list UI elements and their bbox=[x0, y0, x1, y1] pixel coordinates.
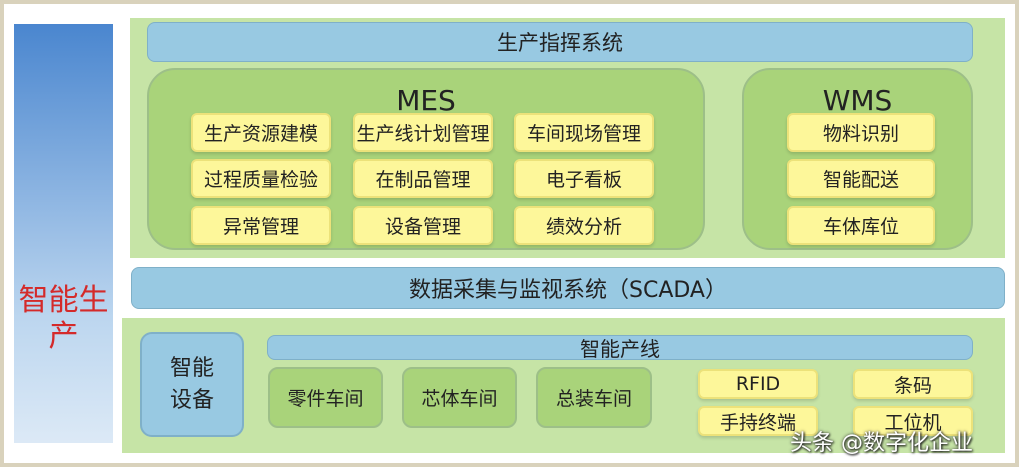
mes-module: 过程质量检验 bbox=[191, 159, 331, 198]
device-item: 工位机 bbox=[853, 406, 973, 436]
wms-title: WMS bbox=[822, 84, 893, 117]
workshop-box: 芯体车间 bbox=[402, 367, 517, 428]
mes-module: 设备管理 bbox=[353, 206, 493, 245]
mes-module: 异常管理 bbox=[191, 206, 331, 245]
wms-module: 车体库位 bbox=[787, 206, 935, 245]
mes-title: MES bbox=[396, 84, 456, 117]
device-item: 条码 bbox=[853, 369, 973, 399]
smart-production-label: 智能生产 bbox=[14, 24, 113, 443]
mes-module: 电子看板 bbox=[514, 159, 654, 198]
mes-module: 在制品管理 bbox=[353, 159, 493, 198]
mes-module: 生产资源建模 bbox=[191, 113, 331, 152]
smart-devices-box: 智能设备 bbox=[140, 332, 244, 437]
scada-bar: 数据采集与监视系统（SCADA） bbox=[131, 267, 1005, 309]
mes-module: 生产线计划管理 bbox=[353, 113, 493, 152]
device-item: RFID bbox=[698, 369, 818, 399]
smart-line-bar: 智能产线 bbox=[267, 335, 973, 361]
command-system-bar: 生产指挥系统 bbox=[147, 22, 973, 62]
workshop-box: 零件车间 bbox=[268, 367, 383, 428]
watermark: 头条 @数字化企业 bbox=[790, 431, 973, 456]
mes-module: 车间现场管理 bbox=[514, 113, 654, 152]
workshop-box: 总装车间 bbox=[536, 367, 652, 428]
mes-module: 绩效分析 bbox=[514, 206, 654, 245]
device-item: 手持终端 bbox=[698, 406, 818, 436]
wms-module: 智能配送 bbox=[787, 159, 935, 198]
wms-module: 物料识别 bbox=[787, 113, 935, 152]
